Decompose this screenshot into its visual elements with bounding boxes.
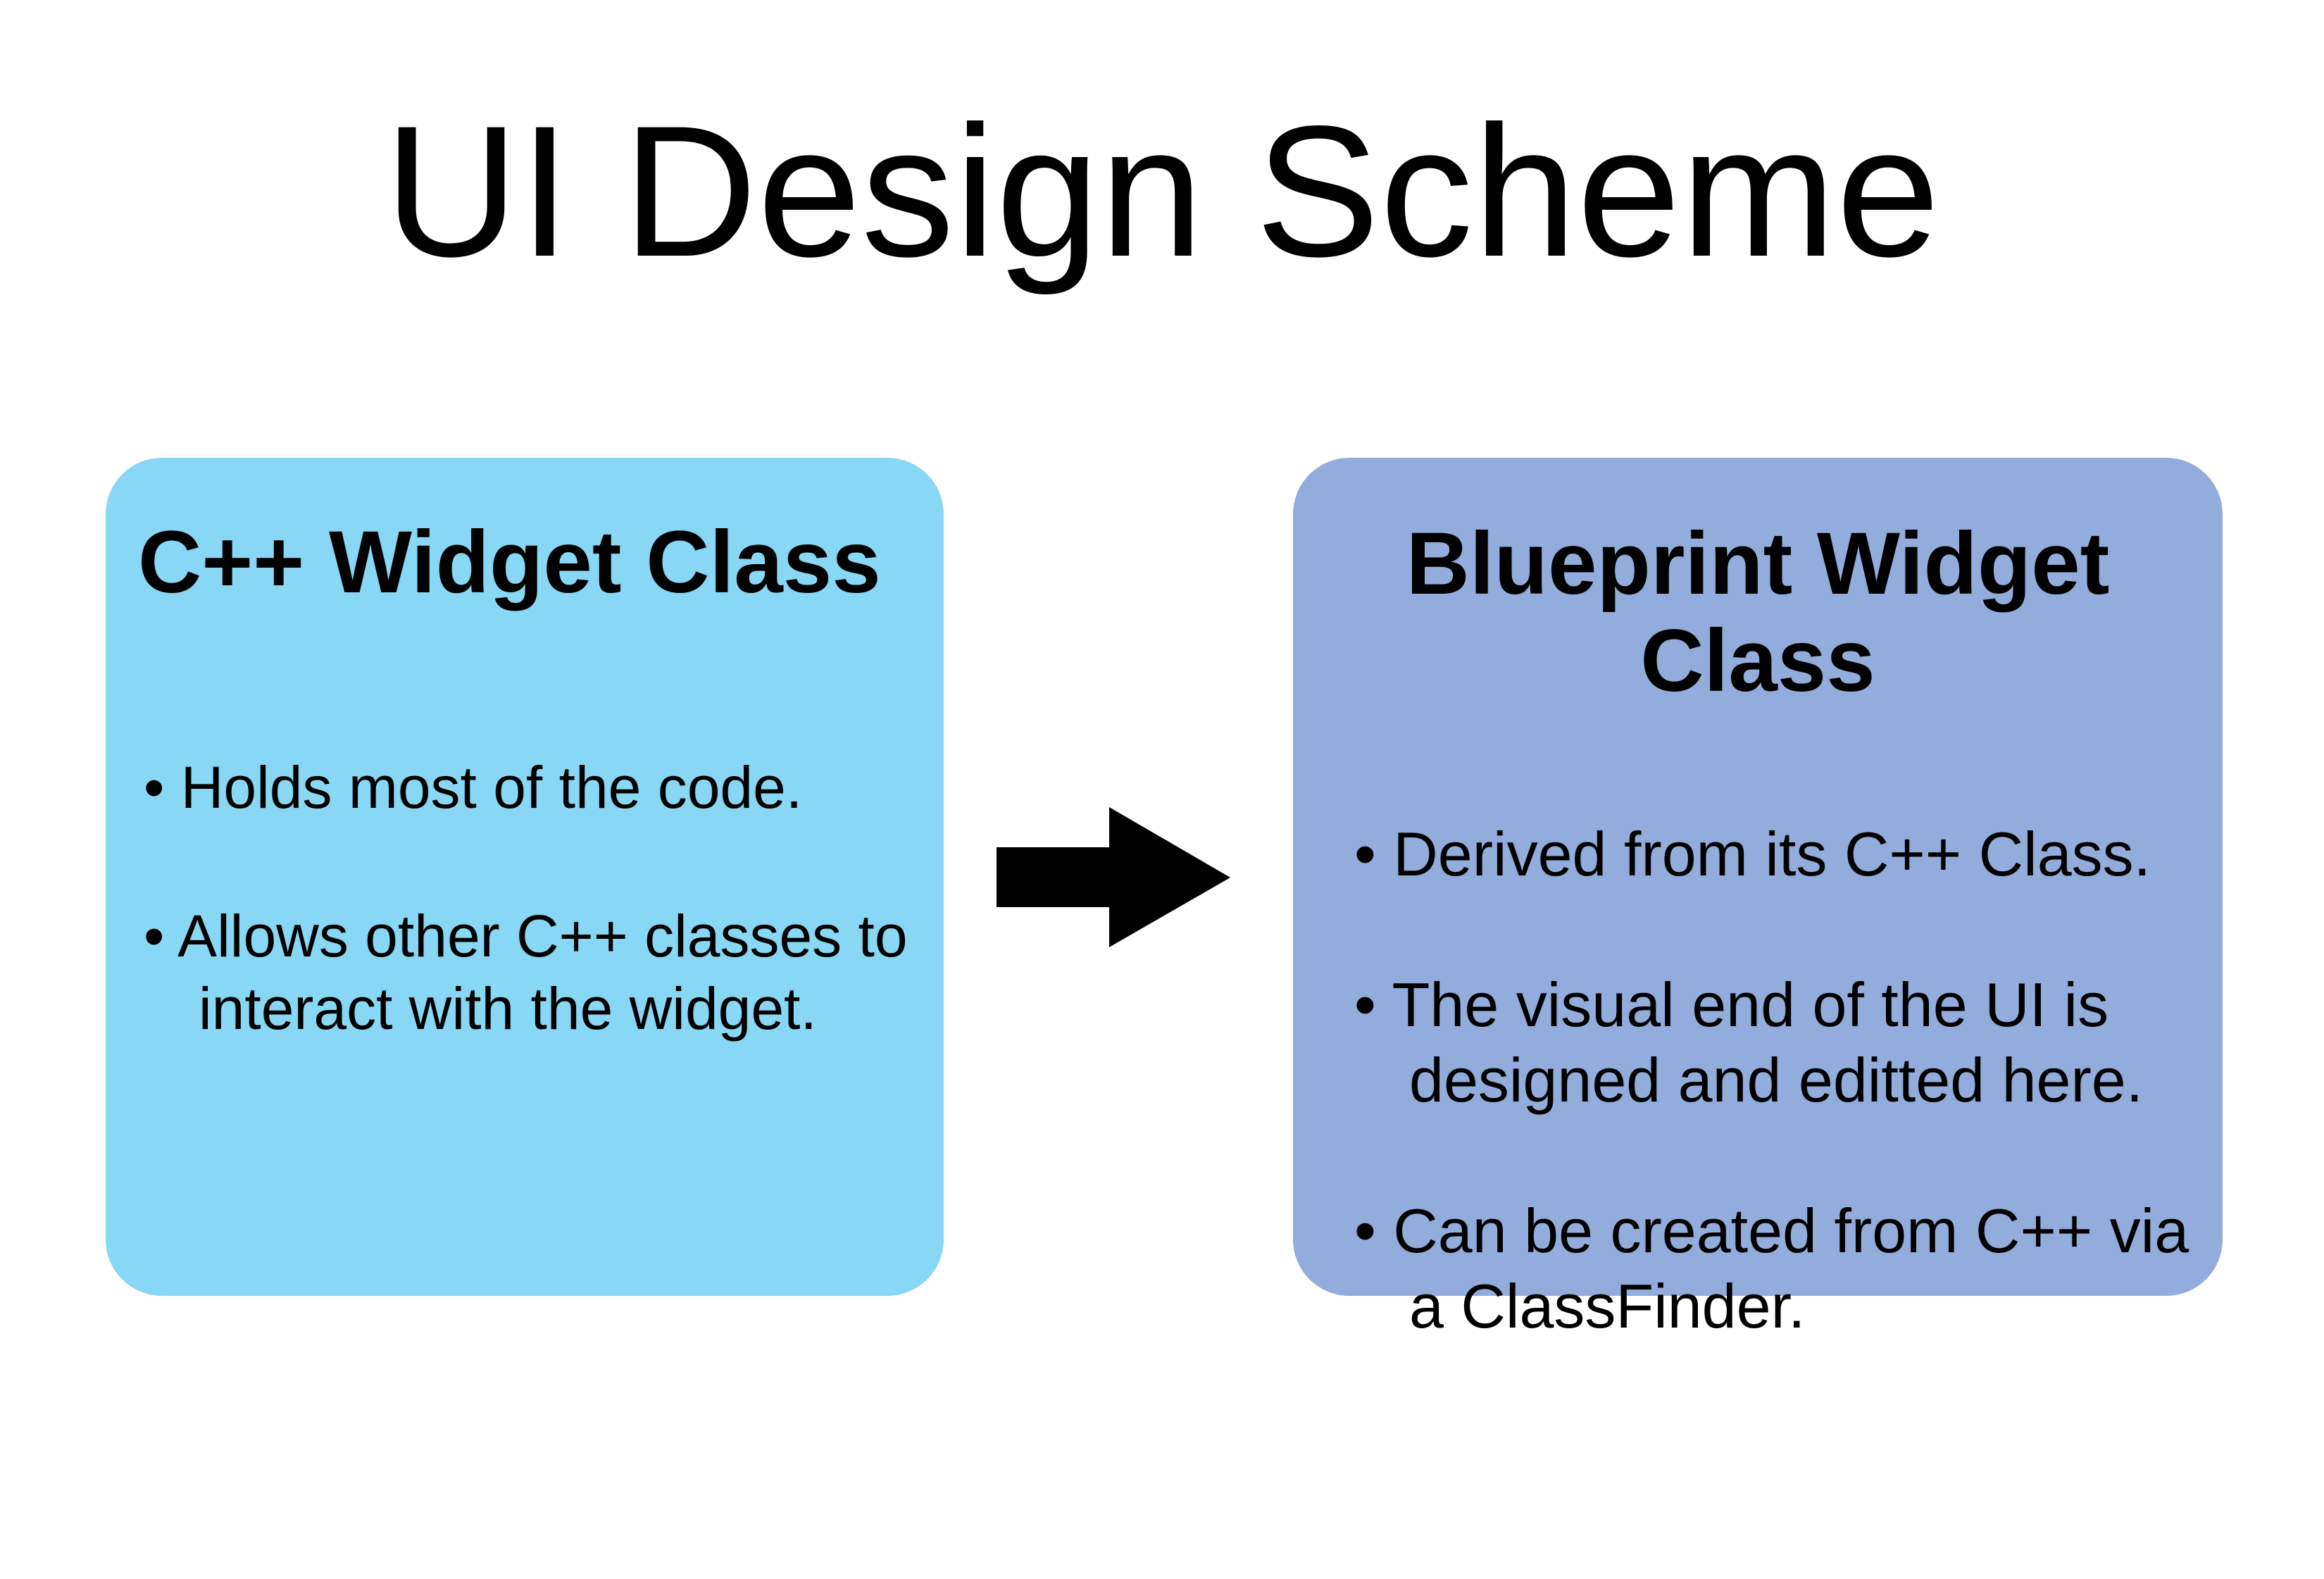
arrow-shape — [997, 807, 1230, 947]
blueprint-widget-class-box-title: Blueprint Widget Class — [1406, 515, 2110, 710]
bullet-item: • The visual end of the UI is designed a… — [1354, 970, 2144, 1115]
bullet-item: • Can be created from C++ via a ClassFin… — [1354, 1196, 2189, 1341]
blueprint-widget-class-bullet-list: • Derived from its C++ Class. • The visu… — [1354, 741, 2189, 1419]
bullet-item: • Derived from its C++ Class. — [1354, 819, 2151, 889]
blueprint-widget-class-box: Blueprint Widget Class • Derived from it… — [1293, 458, 2223, 1341]
cpp-widget-class-box-title: C++ Widget Class — [138, 513, 881, 611]
cpp-widget-class-bullet-list: • Holds most of the code. • Allows other… — [144, 679, 908, 1118]
flow-right-arrow-icon — [997, 807, 1230, 947]
cpp-widget-class-box: C++ Widget Class • Holds most of the cod… — [106, 458, 944, 1296]
slide-title: UI Design Scheme — [384, 87, 1940, 296]
bullet-item: • Holds most of the code. — [144, 754, 803, 820]
bullet-item: • Allows other C++ classes to interact w… — [144, 903, 908, 1042]
